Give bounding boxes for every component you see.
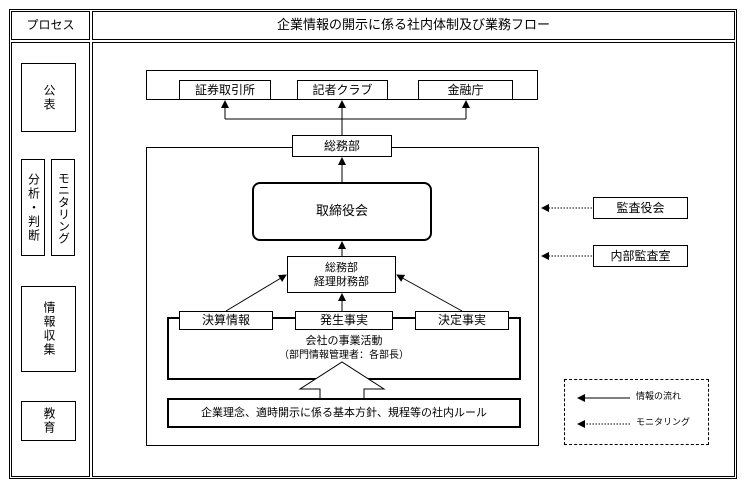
input-decision-facts: 決定事実 (415, 311, 509, 330)
process-publication: 公表 (21, 63, 76, 132)
input-occurrence-facts: 発生事実 (295, 311, 393, 330)
outer-frame (9, 9, 737, 479)
process-analysis-judgment: 分析・判断 (21, 159, 45, 256)
recipient-press-club: 記者クラブ (297, 80, 388, 100)
arrow-decision-to-finance (396, 274, 463, 312)
recipient-fsa: 金融庁 (418, 80, 513, 100)
general-affairs-finance-box: 総務部 経理財務部 (287, 256, 396, 293)
arrow-settlement-to-finance (225, 274, 287, 312)
board-of-directors-box: 取締役会 (252, 182, 432, 241)
company-activity-label: 会社の事業活動 (305, 334, 383, 347)
legend-monitoring-label: モニタリング (636, 418, 691, 428)
header-process-cell: プロセス (11, 11, 90, 40)
header-title-cell: 企業情報の開示に係る社内体制及び業務フロー (92, 11, 735, 40)
internal-rules-box: 企業理念、適時開示に係る基本方針、規程等の社内ルール (167, 398, 521, 428)
audit-board-box: 監査役会 (593, 197, 688, 219)
process-header-label: プロセス (26, 18, 75, 32)
recipient-stock-exchange: 証券取引所 (179, 80, 271, 100)
department-managers-label: （部門情報管理者：各部長） (279, 350, 409, 361)
flow-area (92, 42, 735, 477)
process-education: 教育 (21, 401, 76, 441)
notification-arrow (298, 361, 386, 398)
internal-audit-box: 内部監査室 (593, 245, 688, 267)
diagram-title: 企業情報の開示に係る社内体制及び業務フロー (276, 17, 550, 33)
process-monitoring: モニタリング (51, 159, 75, 256)
general-affairs-finance-line2: 経理財務部 (314, 274, 369, 288)
legend-info-flow-label: 情報の流れ (636, 392, 682, 402)
process-column (11, 42, 90, 477)
process-information-gathering: 情報収集 (21, 286, 76, 372)
general-affairs-finance-line1: 総務部 (325, 260, 358, 274)
general-affairs-box: 総務部 (292, 135, 392, 157)
input-settlement-info: 決算情報 (179, 311, 273, 330)
legend-box (564, 379, 709, 445)
